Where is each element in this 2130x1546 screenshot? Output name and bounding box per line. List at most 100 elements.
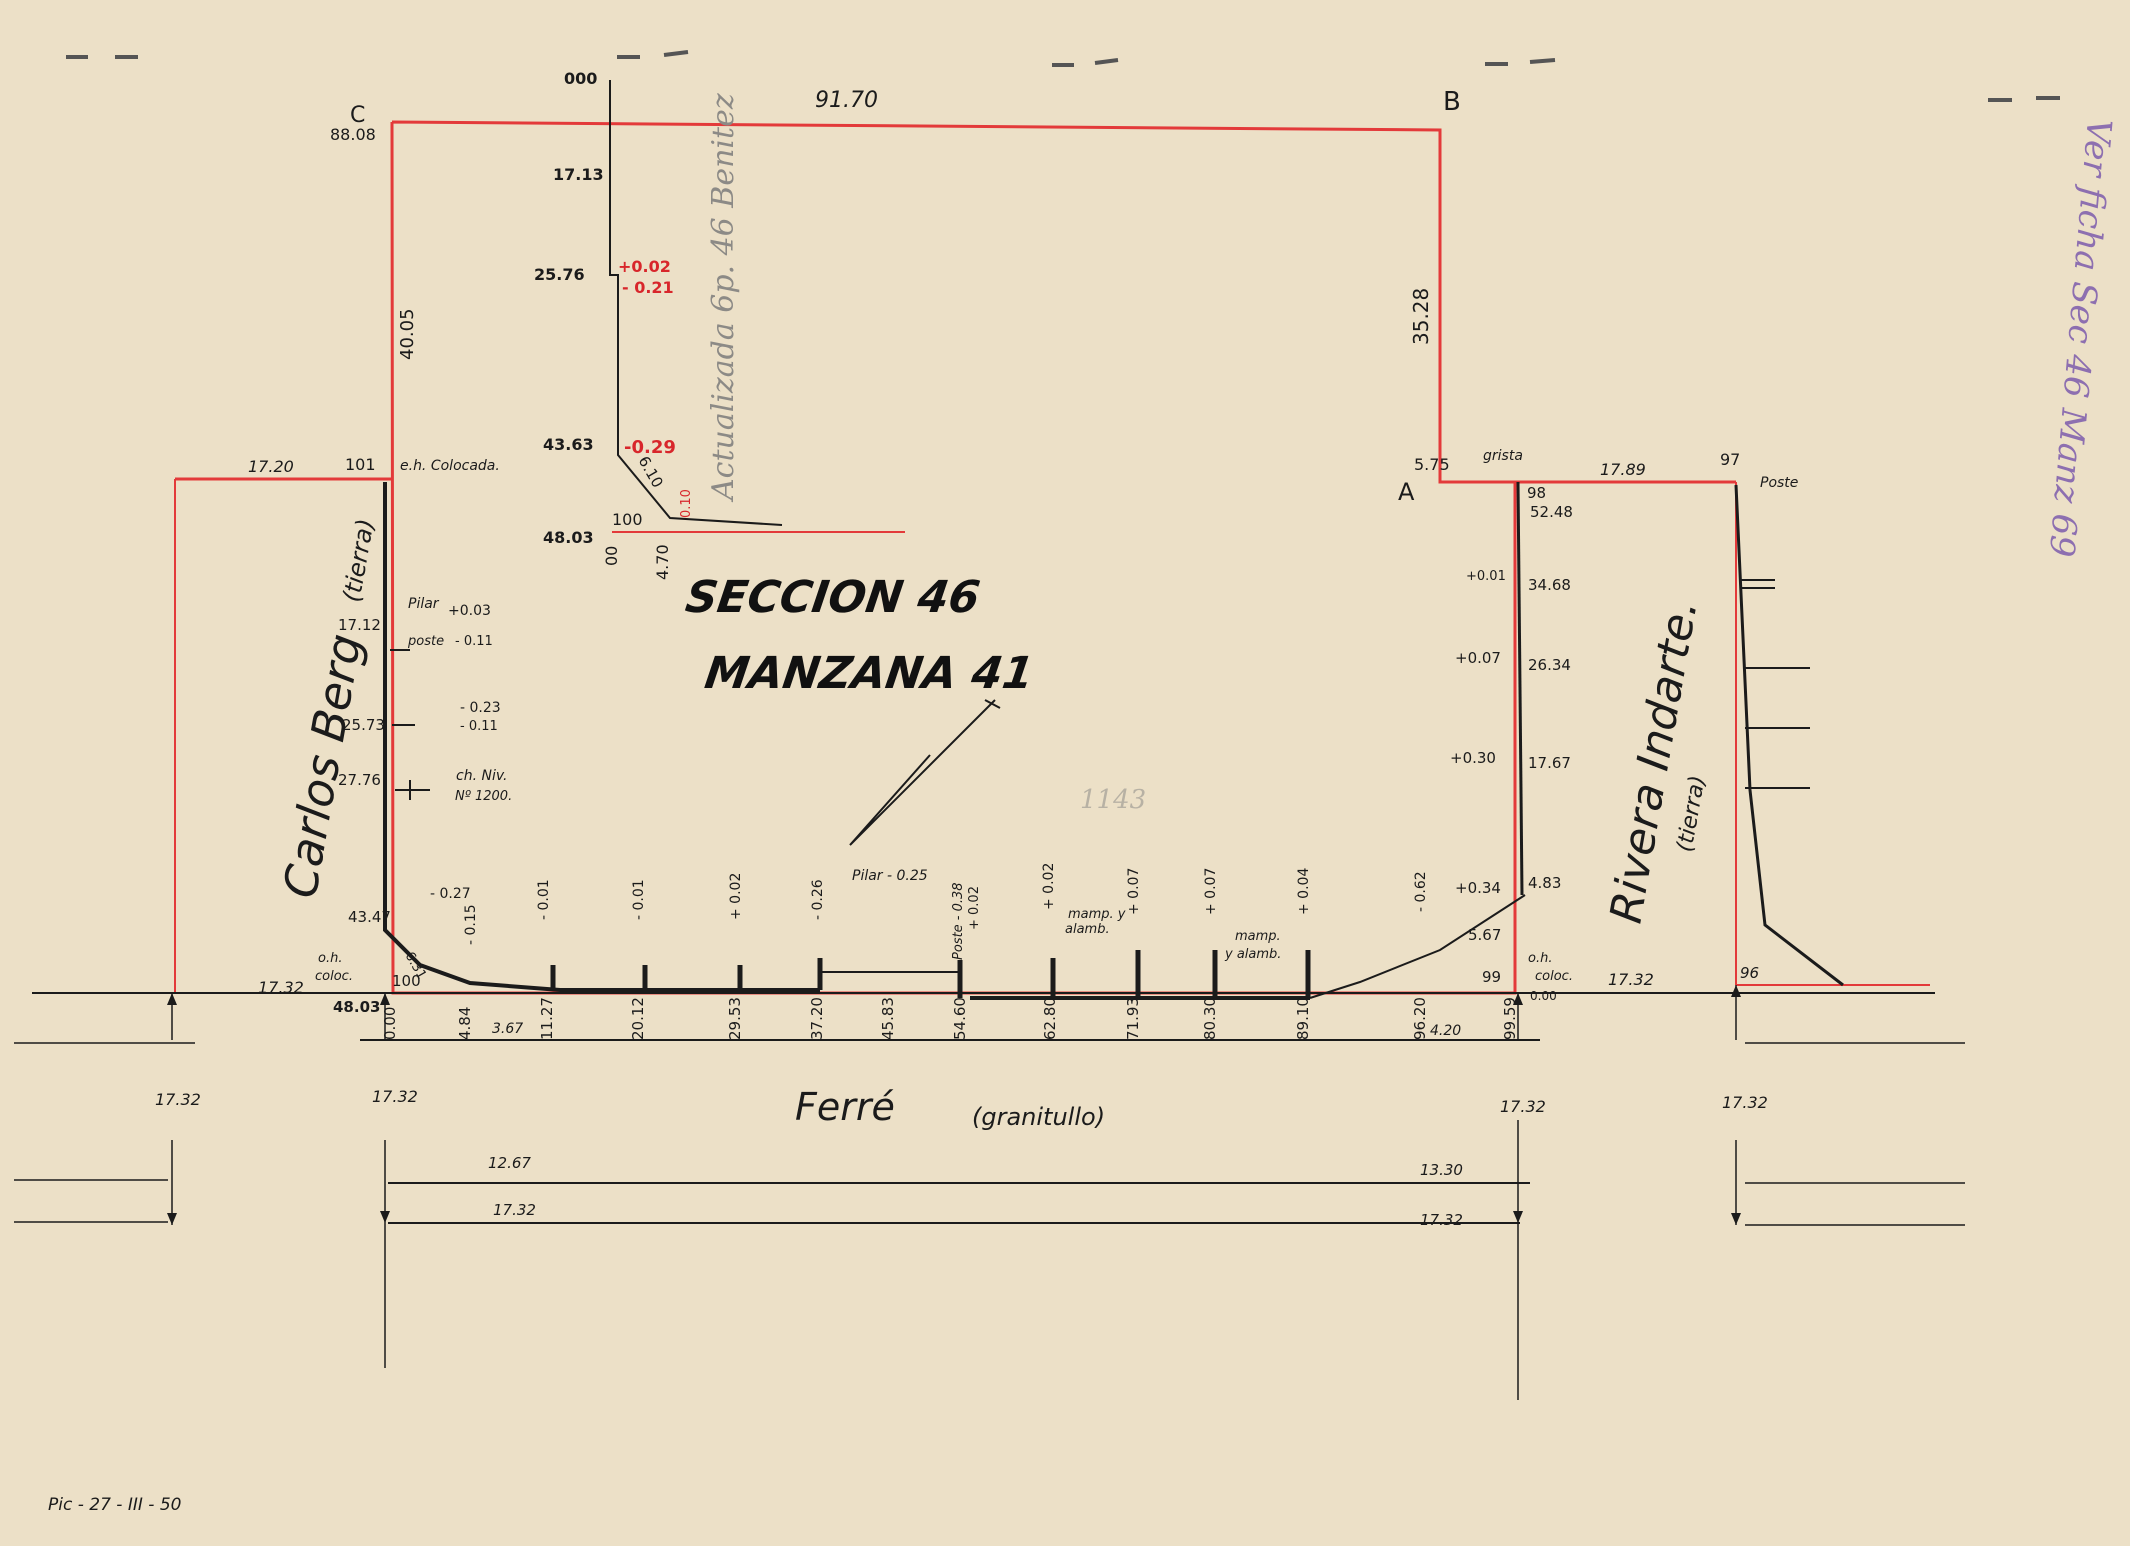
left-oh-1: o.h. <box>318 951 342 966</box>
frontage-offset: + 0.02 <box>1041 863 1057 910</box>
street-right-name: Rivera Indarte. <box>1601 596 1708 927</box>
profile-red4: 0.10 <box>679 489 694 518</box>
frontage-station: 99.59 <box>1501 997 1519 1040</box>
right-oh-1: o.h. <box>1528 951 1552 966</box>
frontage-offset: - 0.15 <box>463 904 479 945</box>
frontage-alamb-2: y alamb. <box>1224 947 1281 962</box>
frontage-alamb-1: alamb. <box>1065 922 1110 937</box>
binder-marks <box>66 50 2060 102</box>
footer-note: Pic - 27 - III - 50 <box>48 1495 181 1515</box>
frontage-station: 0.00 <box>381 1007 399 1040</box>
frontage-offset: - 0.01 <box>536 879 552 920</box>
frontage-station: 45.83 <box>879 997 897 1040</box>
profile-top: 000 <box>564 69 597 88</box>
street-carlos-berg: Carlos Berg (tierra) <box>273 517 380 902</box>
street-left-surface: (tierra) <box>338 517 380 605</box>
left-25-73: 25.73 <box>342 716 385 734</box>
frontage-station: 20.12 <box>629 997 647 1040</box>
frontage-station: 37.20 <box>808 997 826 1040</box>
corner-b: B <box>1443 87 1461 117</box>
section-title: SECCION 46 <box>682 572 983 623</box>
pt-99: 99 <box>1482 968 1501 986</box>
corner-c: C <box>350 103 365 128</box>
eh-colocada: e.h. Colocada. <box>400 458 500 474</box>
cross-upper-right: 13.30 <box>1420 1161 1463 1179</box>
right-grista: grista <box>1483 448 1523 464</box>
frontage-d367: 3.67 <box>492 1021 523 1037</box>
frontage-station: 80.30 <box>1201 997 1219 1040</box>
right-52-48: 52.48 <box>1530 503 1573 521</box>
right-p034: +0.34 <box>1455 879 1501 897</box>
profile-slope: 6.10 <box>635 453 667 491</box>
frontage-station: 62.80 <box>1041 997 1059 1040</box>
right-p030: +0.30 <box>1450 749 1496 767</box>
right-poste: Poste <box>1760 475 1798 491</box>
right-26-34: 26.34 <box>1528 656 1571 674</box>
frontage-station: 29.53 <box>726 997 744 1040</box>
profile-v1: 17.13 <box>553 165 604 184</box>
street-bottom-name: Ferré <box>795 1085 895 1129</box>
left-p3: - 0.23 <box>460 700 501 716</box>
left-pilar: Pilar <box>408 596 440 612</box>
street-left-name: Carlos Berg <box>273 630 372 902</box>
profile-red1: +0.02 <box>618 257 671 276</box>
frontage-d420: 4.20 <box>1430 1023 1461 1039</box>
profile-red3: -0.29 <box>624 437 676 458</box>
block-title: MANZANA 41 <box>702 648 1037 699</box>
corner-c-value: 88.08 <box>330 125 376 144</box>
frontage-stations: 0.00 4.84 11.27 20.12 29.53 37.20 45.83 54.60 62… <box>381 997 1519 1040</box>
left-17-12: 17.12 <box>338 616 381 634</box>
left-48-03: 48.03 <box>333 998 380 1016</box>
dim-left-side: 40.05 <box>397 308 418 360</box>
left-poste: poste <box>407 634 444 649</box>
dim-right-ext: 17.89 <box>1600 460 1646 479</box>
street-width-right: 17.32 <box>1500 1097 1546 1116</box>
frontage-station: 4.84 <box>456 1007 474 1040</box>
profile-end: 100 <box>612 510 643 529</box>
frontage-station: 11.27 <box>538 997 556 1040</box>
left-p2: - 0.11 <box>455 634 493 649</box>
lot-boundary <box>390 120 1517 995</box>
pencil-note-profile: Actualizada 6p. 46 Benitez <box>706 93 741 503</box>
dim-left-ext: 17.20 <box>248 457 294 476</box>
profile-x0: 00 <box>602 546 621 566</box>
street-width-far-left: 17.32 <box>155 1090 201 1109</box>
left-27-76: 27.76 <box>338 771 381 789</box>
right-17-67: 17.67 <box>1528 754 1571 772</box>
left-oh-2: coloc. <box>315 969 353 984</box>
cross-lower-right: 17.32 <box>1420 1211 1463 1229</box>
frontage-mamp-2: mamp. <box>1235 929 1281 944</box>
right-p001: +0.01 <box>1466 569 1506 584</box>
left-p4: - 0.11 <box>460 719 498 734</box>
corner-a: A <box>1398 478 1415 506</box>
dim-right-side: 35.28 <box>1409 288 1433 345</box>
frontage-station: 54.60 <box>951 997 969 1040</box>
frontage-station: 89.10 <box>1294 997 1312 1040</box>
right-0-00: 0.00 <box>1530 989 1557 1003</box>
left-nro: Nº 1200. <box>455 789 512 804</box>
pencil-mid: 1143 <box>1080 785 1146 815</box>
left-m027: - 0.27 <box>430 886 471 902</box>
street-right-surface: (tierra) <box>1673 774 1711 854</box>
dim-top: 91.70 <box>815 88 878 113</box>
street-rivera-indarte: Rivera Indarte. (tierra) <box>1601 596 1711 927</box>
pt-97: 97 <box>1720 450 1740 469</box>
frontage-offsets: - 0.15- 0.01- 0.01+ 0.02- 0.26+ 0.02+ 0.… <box>463 863 1312 945</box>
frontage-poste-2: + 0.02 <box>967 886 982 930</box>
profile-v3: 43.63 <box>543 435 594 454</box>
frontage-offset: - 0.01 <box>631 879 647 920</box>
frontage-offset: + 0.07 <box>1203 868 1219 915</box>
profile-red2: - 0.21 <box>622 278 674 297</box>
street-width-left: 17.32 <box>372 1087 418 1106</box>
dim-bottom-right-ext: 17.32 <box>1608 970 1654 989</box>
right-oh-2: coloc. <box>1535 969 1573 984</box>
right-34-68: 34.68 <box>1528 576 1571 594</box>
pt-100: 100 <box>392 972 421 990</box>
left-p1: +0.03 <box>448 603 491 619</box>
frontage-station: 96.20 <box>1411 997 1429 1040</box>
profile-v2: 25.76 <box>534 265 585 284</box>
dim-gap: 5.75 <box>1414 455 1450 474</box>
frontage-mamp-1: mamp. y <box>1068 907 1126 922</box>
